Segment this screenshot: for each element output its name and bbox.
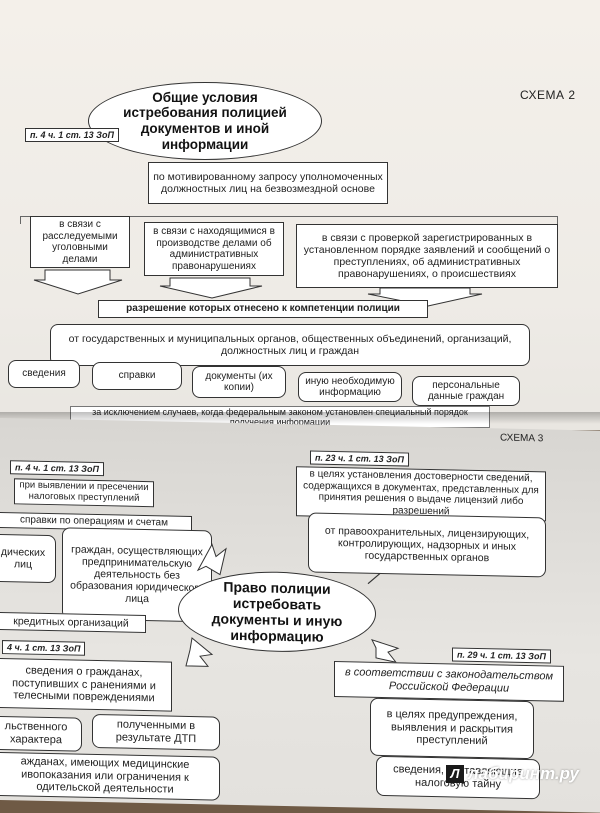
arrow-to-left-bottom — [185, 637, 214, 667]
page-scheme-2: СХЕМА 2 Общие условия истребования полиц… — [0, 0, 600, 430]
scheme-2-label: СХЕМА 2 — [520, 88, 576, 102]
competence-box: разрешение которых отнесено к компетенци… — [98, 300, 428, 318]
branch-reports-check: в связи с проверкой зарегистрированных в… — [296, 224, 558, 288]
watermark-logo-icon: Л — [446, 765, 464, 783]
left-bottom-medical: ажданах, имеющих медицинские ивопоказани… — [0, 751, 220, 801]
right-bottom-law-ref: п. 29 ч. 1 ст. 13 ЗоП — [452, 647, 551, 664]
item-documents: документы (их копии) — [192, 366, 286, 398]
branch-criminal-cases: в связи с расследуемыми уголовными делам… — [30, 216, 130, 268]
page-scheme-3: СХЕМА 3 п. 4 ч. 1 ст. 13 ЗоП при выявлен… — [0, 418, 600, 813]
right-top-sources: от правоохранительных, лицензирующих, ко… — [308, 512, 546, 578]
item-info: сведения — [8, 360, 80, 388]
item-other-info: иную необходимую информацию — [298, 372, 402, 402]
scheme-2-title-oval: Общие условия истребования полицией доку… — [88, 82, 322, 160]
down-arrows — [33, 269, 483, 307]
down-arrow-3 — [367, 287, 483, 307]
request-box: по мотивированному запросу уполномоченны… — [148, 162, 388, 204]
item-certificates: справки — [92, 362, 182, 390]
branch-connector-bar — [20, 216, 558, 224]
scheme-2-law-ref: п. 4 ч. 1 ст. 13 ЗоП — [25, 128, 119, 142]
watermark-text: лабиринт.ру — [468, 764, 579, 783]
arrow-to-left-top — [196, 543, 227, 576]
right-bottom-law: в соответствии с законодательством Росси… — [334, 660, 564, 702]
item-personal-data: персональные данные граждан — [412, 376, 520, 406]
sources-box: от государственных и муниципальных орган… — [50, 324, 530, 366]
down-arrow-2 — [159, 277, 263, 299]
right-top-law-ref: п. 23 ч. 1 ст. 13 ЗоП — [310, 450, 409, 467]
watermark: Л лабиринт.ру — [446, 764, 579, 784]
left-bottom-violent: льственного характера — [0, 715, 82, 752]
down-arrow-1 — [33, 269, 123, 295]
right-bottom-goal: в целях предупреждения, выявления и раск… — [370, 697, 534, 760]
arrow-to-right-bottom — [371, 638, 400, 664]
branch-admin-cases: в связи с находящимися в производстве де… — [144, 222, 284, 276]
